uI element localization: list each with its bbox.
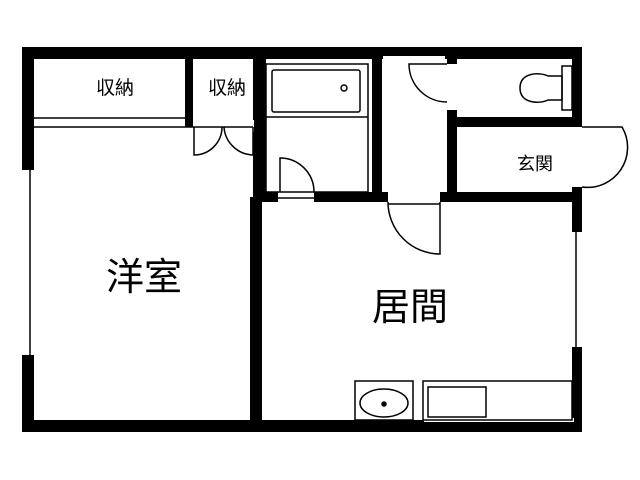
sink-drain	[381, 401, 387, 407]
opening-right-window	[570, 232, 584, 347]
toilet-door-swing	[408, 63, 448, 103]
thin-lines	[29, 117, 577, 355]
label-entrance: 玄関	[517, 154, 553, 175]
bathtub-drain	[340, 84, 348, 92]
outer-wall-bottom	[22, 420, 582, 432]
storage-door-left-swing	[193, 126, 223, 156]
living-door-swing	[387, 201, 441, 255]
sink-basin	[359, 388, 409, 418]
wall-toilet-bottom	[447, 117, 582, 127]
opening-toilet-door	[445, 64, 459, 110]
bathtub	[265, 63, 369, 193]
door-swings	[193, 63, 629, 255]
storage-door-right-swing	[223, 126, 254, 156]
entrance-door-swing	[581, 126, 629, 189]
opening-storage-door	[194, 120, 254, 132]
bathtub-inner	[271, 69, 361, 113]
outer-wall-top	[22, 47, 582, 59]
kitchen	[354, 380, 573, 421]
wall-storage-divider	[185, 47, 193, 127]
label-storage-left: 収納	[96, 77, 134, 99]
toilet-fixture	[519, 65, 573, 111]
label-living-room: 居間	[372, 285, 448, 329]
wall-bath-right	[372, 47, 382, 202]
sink-counter	[354, 380, 414, 421]
label-western-room: 洋室	[106, 255, 182, 299]
opening-bath-door	[278, 190, 314, 204]
opening-corridor-top	[383, 56, 445, 64]
opening-entrance-door	[570, 127, 584, 187]
opening-living-door	[388, 190, 440, 204]
stove	[427, 386, 487, 418]
label-storage-right: 収納	[208, 77, 246, 99]
opening-western-window	[20, 170, 36, 355]
wall-bath-left	[258, 47, 266, 202]
bathtub-outer	[265, 63, 369, 193]
bath-door-swing	[279, 157, 315, 193]
kitchen-counter	[422, 380, 573, 421]
toilet-tank	[561, 65, 573, 111]
